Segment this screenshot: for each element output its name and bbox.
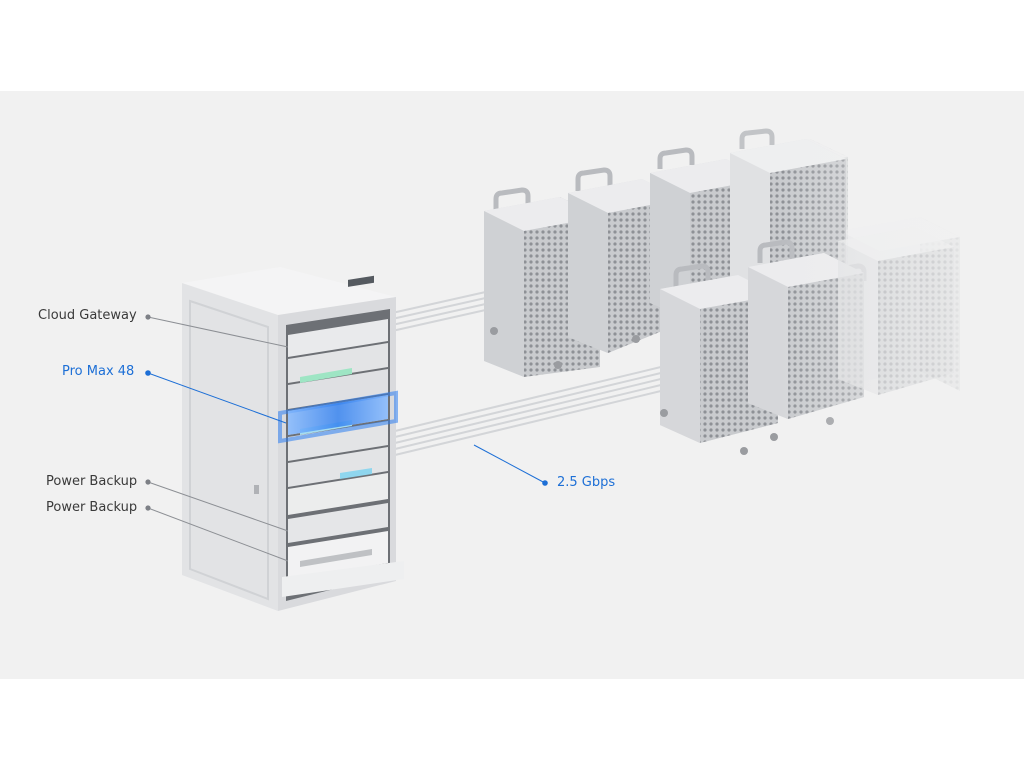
- cloud-gateway-label: Cloud Gateway: [38, 308, 137, 324]
- hero-illustration: Cloud Gateway Pro Max 48 Power Backup Po…: [0, 91, 1024, 679]
- pro-max-48-label: Pro Max 48: [62, 364, 134, 380]
- power-backup-label: Power Backup: [46, 474, 137, 490]
- edge-fade: [780, 91, 1024, 679]
- power-backup-label: Power Backup: [46, 500, 137, 516]
- network-scene: [0, 91, 1024, 679]
- link-speed-label: 2.5 Gbps: [557, 475, 615, 491]
